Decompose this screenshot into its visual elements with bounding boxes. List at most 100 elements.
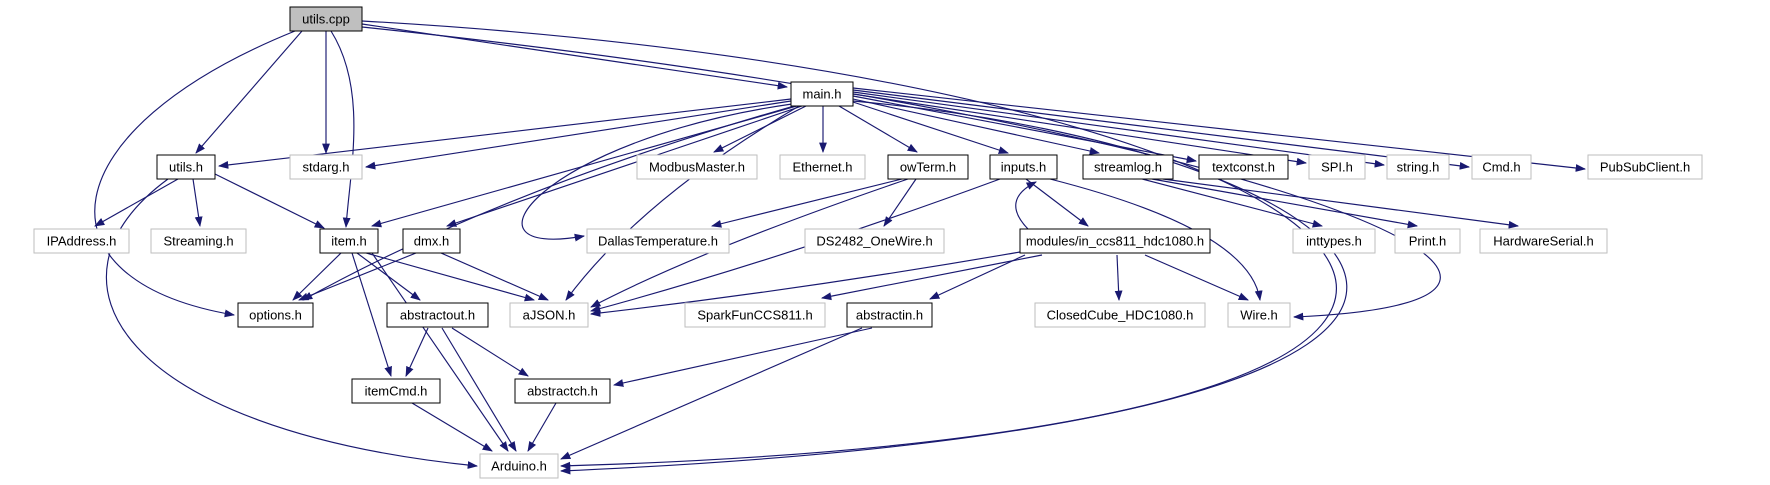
node-HardwareSerial.h[interactable]: HardwareSerial.h xyxy=(1479,228,1608,254)
edge-abstractin.h-to-Arduino.h xyxy=(560,327,863,460)
node-SparkFunCCS811.h[interactable]: SparkFunCCS811.h xyxy=(684,302,826,328)
node-Ethernet.h[interactable]: Ethernet.h xyxy=(779,154,866,180)
node-label: PubSubClient.h xyxy=(1600,160,1690,175)
node-PubSubClient.h[interactable]: PubSubClient.h xyxy=(1587,154,1703,180)
node-box[interactable] xyxy=(989,154,1058,180)
edge-owTerm.h-to-DallasTemperature.h xyxy=(710,178,903,228)
node-box[interactable] xyxy=(479,453,559,479)
node-box[interactable] xyxy=(846,302,933,328)
node-SPI.h[interactable]: SPI.h xyxy=(1308,154,1366,180)
node-label: dmx.h xyxy=(414,234,449,249)
node-box[interactable] xyxy=(1394,228,1461,254)
node-box[interactable] xyxy=(636,154,758,180)
node-box[interactable] xyxy=(289,154,363,180)
node-box[interactable] xyxy=(684,302,826,328)
node-Arduino.h[interactable]: Arduino.h xyxy=(479,453,559,479)
node-box[interactable] xyxy=(1386,154,1450,180)
node-box[interactable] xyxy=(1198,154,1289,180)
edge-item.h-to-aJSON.h xyxy=(365,252,535,302)
node-inttypes.h[interactable]: inttypes.h xyxy=(1292,228,1376,254)
edge-main.h-to-inputs.h xyxy=(852,101,1009,154)
node-Streaming.h[interactable]: Streaming.h xyxy=(150,228,247,254)
node-box[interactable] xyxy=(150,228,247,254)
node-label: utils.h xyxy=(169,160,203,175)
node-box[interactable] xyxy=(586,228,730,254)
edge-main.h-to-PubSubClient.h xyxy=(852,87,1587,172)
node-main.h[interactable]: main.h xyxy=(790,81,854,107)
node-box[interactable] xyxy=(1479,228,1608,254)
node-box[interactable] xyxy=(237,302,314,328)
node-box[interactable] xyxy=(351,378,441,404)
node-dmx.h[interactable]: dmx.h xyxy=(402,228,461,254)
node-abstractin.h[interactable]: abstractin.h xyxy=(846,302,933,328)
edge-streamlog.h-to-Print.h xyxy=(1151,178,1419,229)
edge-abstractch.h-to-Arduino.h xyxy=(527,402,557,452)
node-ModbusMaster.h[interactable]: ModbusMaster.h xyxy=(636,154,758,180)
node-Wire.h[interactable]: Wire.h xyxy=(1227,302,1291,328)
node-DallasTemperature.h[interactable]: DallasTemperature.h xyxy=(586,228,730,254)
node-box[interactable] xyxy=(156,154,216,180)
edge-main.h-to-stdarg.h xyxy=(364,100,792,170)
node-abstractout.h[interactable]: abstractout.h xyxy=(386,302,489,328)
edge-inputs.h-to-aJSON.h xyxy=(590,178,1001,313)
node-box[interactable] xyxy=(1292,228,1376,254)
node-utils.cpp[interactable]: utils.cpp xyxy=(289,6,363,32)
node-owTerm.h[interactable]: owTerm.h xyxy=(887,154,969,180)
edge-main.h-to-textconst.h xyxy=(852,95,1198,164)
edge-utils.h-to-Arduino.h xyxy=(105,178,479,469)
edge-streamlog.h-to-inttypes.h xyxy=(1141,178,1324,228)
node-box[interactable] xyxy=(1308,154,1366,180)
node-streamlog.h[interactable]: streamlog.h xyxy=(1082,154,1174,180)
node-label: Print.h xyxy=(1409,234,1447,249)
node-textconst.h[interactable]: textconst.h xyxy=(1198,154,1289,180)
edge-modules/in_ccs811_hdc1080.h-to-ClosedCube_HDC1080.h xyxy=(1114,254,1123,302)
node-abstractch.h[interactable]: abstractch.h xyxy=(514,378,611,404)
node-box[interactable] xyxy=(289,6,363,32)
node-Cmd.h[interactable]: Cmd.h xyxy=(1471,154,1532,180)
node-box[interactable] xyxy=(790,81,854,107)
node-box[interactable] xyxy=(804,228,945,254)
node-DS2482_OneWire.h[interactable]: DS2482_OneWire.h xyxy=(804,228,945,254)
node-options.h[interactable]: options.h xyxy=(237,302,314,328)
node-box[interactable] xyxy=(779,154,866,180)
node-box[interactable] xyxy=(509,302,589,328)
node-aJSON.h[interactable]: aJSON.h xyxy=(509,302,589,328)
node-box[interactable] xyxy=(1227,302,1291,328)
node-utils.h[interactable]: utils.h xyxy=(156,154,216,180)
edge-modules/in_ccs811_hdc1080.h-to-inputs.h xyxy=(1015,181,1037,230)
node-IPAddress.h[interactable]: IPAddress.h xyxy=(33,228,130,254)
edge-utils.cpp-to-Wire.h xyxy=(361,26,1441,321)
node-label: main.h xyxy=(802,87,841,102)
node-inputs.h[interactable]: inputs.h xyxy=(989,154,1058,180)
edge-item.h-to-options.h xyxy=(292,252,342,301)
node-label: abstractin.h xyxy=(856,308,923,323)
node-label: item.h xyxy=(331,234,366,249)
node-box[interactable] xyxy=(514,378,611,404)
node-box[interactable] xyxy=(386,302,489,328)
node-stdarg.h[interactable]: stdarg.h xyxy=(289,154,363,180)
node-Print.h[interactable]: Print.h xyxy=(1394,228,1461,254)
edge-abstractout.h-to-Arduino.h xyxy=(441,327,517,452)
node-label: ModbusMaster.h xyxy=(649,160,745,175)
node-label: abstractout.h xyxy=(400,308,475,323)
node-box[interactable] xyxy=(1587,154,1703,180)
node-label: options.h xyxy=(249,308,302,323)
node-box[interactable] xyxy=(887,154,969,180)
node-box[interactable] xyxy=(1034,302,1206,328)
node-box[interactable] xyxy=(33,228,130,254)
node-modules/in_ccs811_hdc1080.h[interactable]: modules/in_ccs811_hdc1080.h xyxy=(1019,228,1211,254)
node-item.h[interactable]: item.h xyxy=(319,228,379,254)
node-label: SPI.h xyxy=(1321,160,1353,175)
node-box[interactable] xyxy=(1082,154,1174,180)
node-box[interactable] xyxy=(402,228,461,254)
node-label: Arduino.h xyxy=(491,459,547,474)
node-box[interactable] xyxy=(1019,228,1211,254)
node-itemCmd.h[interactable]: itemCmd.h xyxy=(351,378,441,404)
node-box[interactable] xyxy=(319,228,379,254)
node-ClosedCube_HDC1080.h[interactable]: ClosedCube_HDC1080.h xyxy=(1034,302,1206,328)
node-box[interactable] xyxy=(1471,154,1532,180)
node-label: DS2482_OneWire.h xyxy=(816,234,932,249)
node-string.h[interactable]: string.h xyxy=(1386,154,1450,180)
edge-main.h-to-Arduino.h xyxy=(559,100,1348,475)
